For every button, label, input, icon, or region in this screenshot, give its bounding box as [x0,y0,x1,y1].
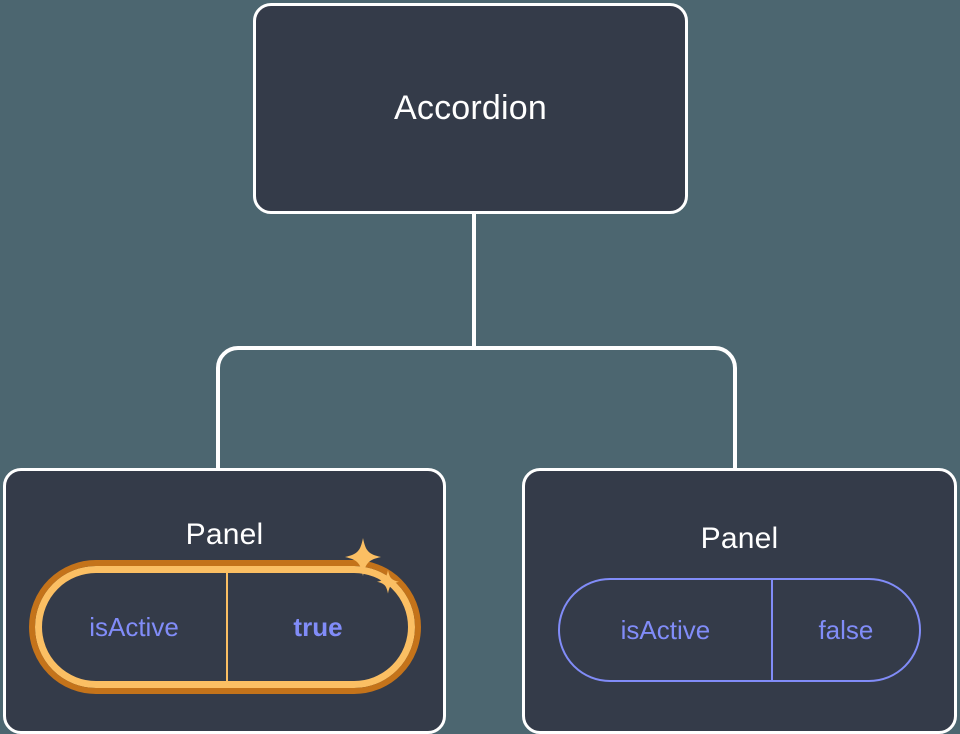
node-title: Accordion [394,89,547,127]
node-title: Panel [185,518,264,551]
prop-pill-isactive-true[interactable]: isActive true [28,560,421,694]
edge-branch-right [474,346,737,468]
prop-key: isActive [42,573,229,681]
prop-pill-container: isActive true [28,538,421,694]
node-title: Panel [700,522,779,555]
prop-value: false [818,615,874,645]
prop-pill-container: isActive false [558,578,921,682]
prop-key: isActive [560,580,773,680]
edge-branch-left [216,346,474,468]
prop-pill-isactive-false[interactable]: isActive false [558,578,921,682]
node-accordion[interactable]: Accordion [253,3,688,214]
prop-value: true [293,612,343,642]
node-panel-active[interactable]: Panel isActive true [3,468,446,734]
node-panel-inactive[interactable]: Panel isActive false [522,468,957,734]
